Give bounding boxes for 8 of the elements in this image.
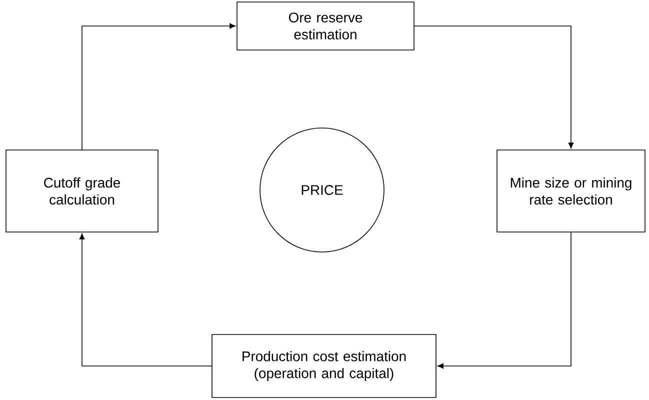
process-box: Ore reserve estimation xyxy=(236,2,414,50)
arrow xyxy=(82,23,236,150)
process-box: Mine size or mining rate selection xyxy=(496,150,646,232)
process-box: Cutoff grade calculation xyxy=(6,150,158,232)
arrow xyxy=(79,233,212,366)
arrow xyxy=(414,26,574,149)
arrow xyxy=(437,232,572,369)
process-box: Production cost estimation (operation and capital) xyxy=(212,334,436,398)
